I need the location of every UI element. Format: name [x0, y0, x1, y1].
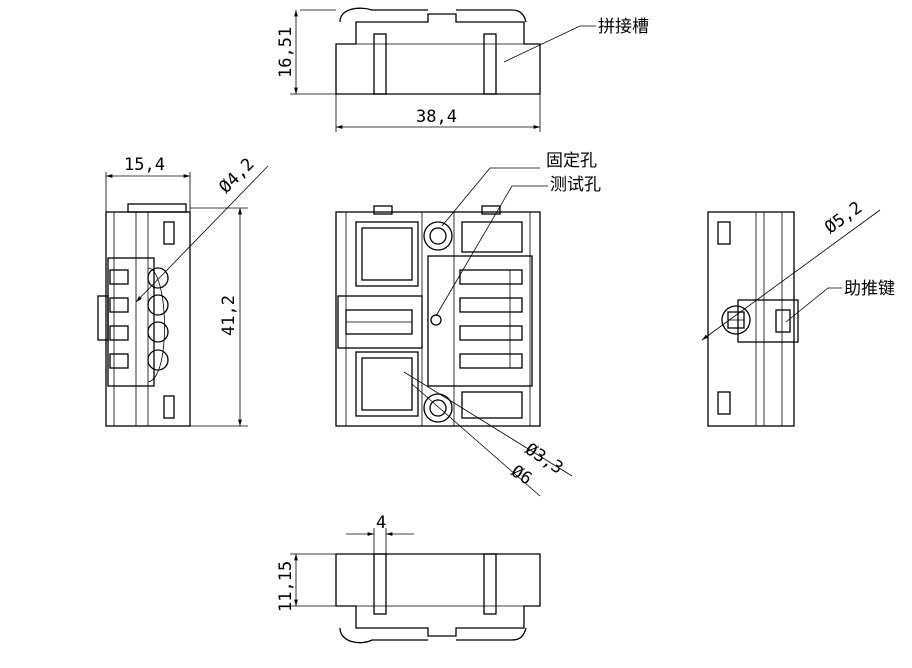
left-width-dimension: 15,4: [105, 155, 191, 212]
left-height-label: 41,2: [219, 295, 239, 336]
test-hole-label: 测试孔: [550, 175, 601, 195]
bottom-height-dimension: 11,15: [276, 553, 336, 612]
bottom-height-label: 11,15: [276, 561, 296, 612]
bottom-slot-dimension: 4: [346, 513, 414, 554]
mounting-hole-label: 固定孔: [546, 151, 597, 171]
top-view: [335, 7, 541, 95]
right-view: [707, 211, 799, 427]
front-hole-dimensions: Ø3,3 Ø6: [403, 371, 573, 497]
push-key-label: 助推键: [844, 279, 895, 299]
left-hole-label: Ø4,2: [215, 154, 258, 197]
left-hole-dimension: Ø4,2: [135, 154, 269, 303]
front-hole-large-label: Ø6: [507, 461, 535, 489]
bottom-slot-label: 4: [376, 513, 386, 533]
top-height-label: 16,51: [276, 27, 296, 78]
left-height-dimension: 41,2: [190, 207, 248, 427]
top-height-dimension: 16,51: [276, 9, 336, 95]
top-width-label: 38,4: [416, 107, 457, 127]
front-view: [335, 205, 541, 427]
left-width-label: 15,4: [124, 155, 165, 175]
mounting-hole-callout: 固定孔: [441, 151, 597, 227]
splice-slot-callout: 拼接槽: [503, 17, 649, 63]
bottom-view: [335, 553, 541, 644]
splice-slot-label: 拼接槽: [598, 17, 649, 37]
right-hole-label: Ø5,2: [821, 198, 866, 238]
left-view: [97, 203, 191, 427]
right-hole-dimension: Ø5,2: [701, 198, 881, 341]
push-key-callout: 助推键: [785, 279, 895, 323]
test-hole-callout: 测试孔: [435, 175, 601, 317]
top-width-dimension: 38,4: [335, 94, 541, 132]
